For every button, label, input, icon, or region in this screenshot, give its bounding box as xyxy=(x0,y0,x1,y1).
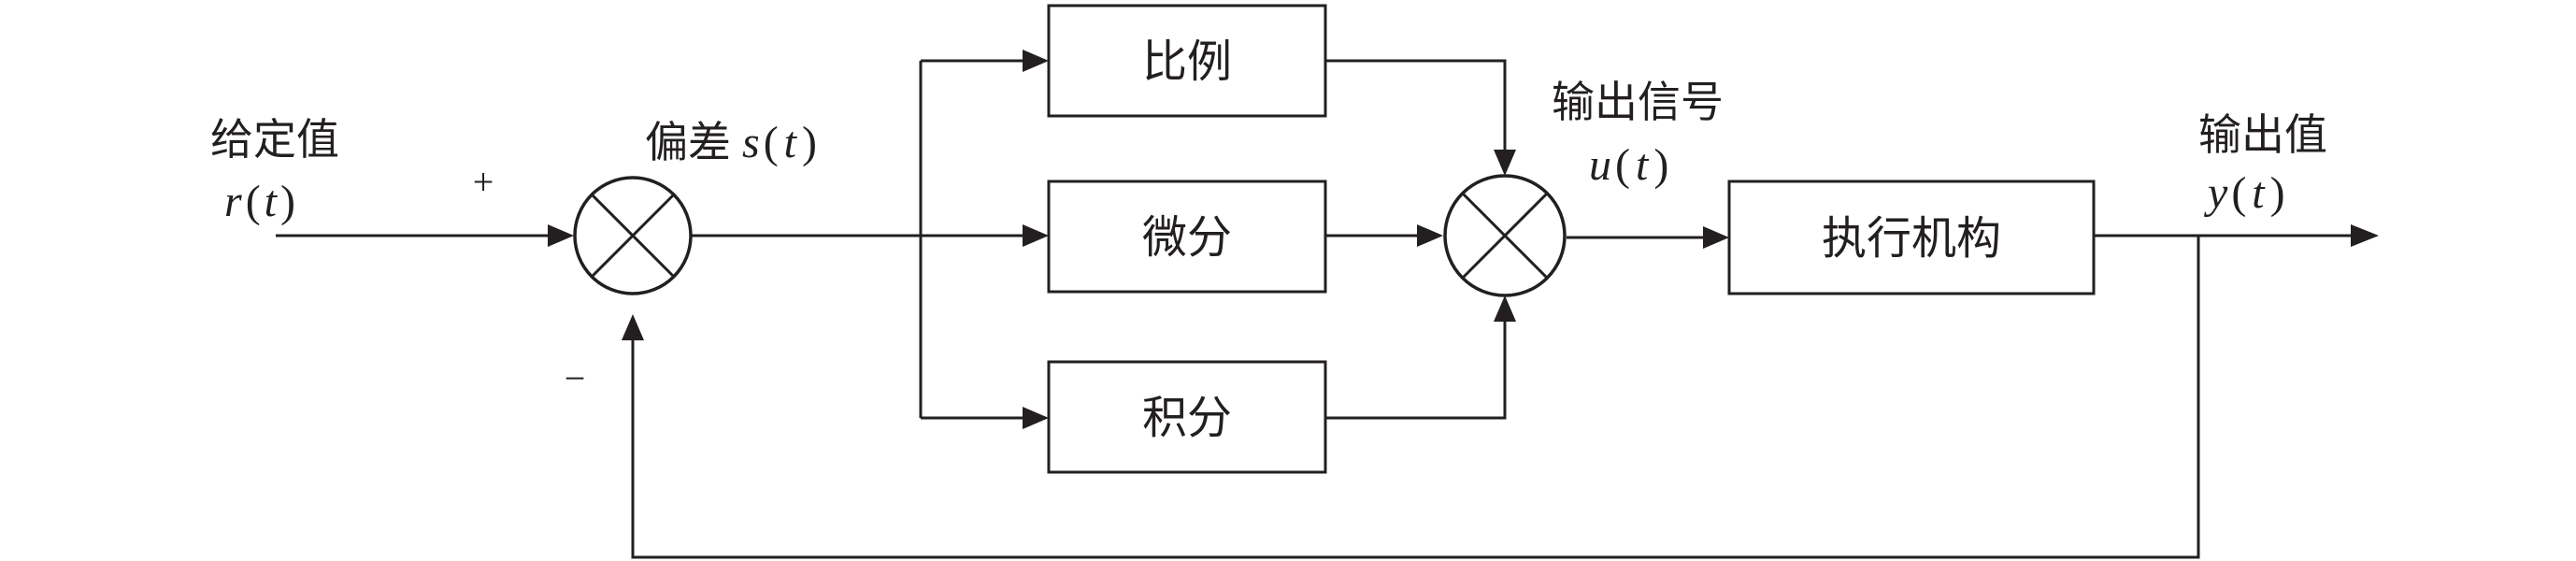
derivative-block-label: 微分 xyxy=(1142,211,1232,264)
error-label: 偏差 xyxy=(645,117,731,167)
input-arrowhead xyxy=(548,224,574,247)
actuator-block-label: 执行机构 xyxy=(1822,212,2001,265)
derivative-block: 微分 xyxy=(1047,180,1327,294)
integral-block: 积分 xyxy=(1047,360,1327,474)
error-symbol: s xyxy=(742,118,760,167)
proportional-output-line xyxy=(1325,59,1507,165)
proportional-block: 比例 xyxy=(1047,4,1327,118)
control-signal-expression: u(t) xyxy=(1589,140,1668,190)
derivative-output-arrowhead xyxy=(1417,224,1443,247)
summing-junction-error xyxy=(573,176,693,295)
paren-open: ( xyxy=(246,177,261,226)
proportional-output-arrowhead xyxy=(1494,150,1516,176)
output-label: 输出值 xyxy=(2198,109,2327,160)
paren-close: ) xyxy=(1653,140,1668,190)
output-arrowhead xyxy=(2351,224,2379,247)
paren-open: ( xyxy=(2231,168,2246,218)
integral-output-line xyxy=(1325,307,1507,420)
proportional-block-label: 比例 xyxy=(1142,36,1232,88)
output-arg: t xyxy=(2252,168,2266,218)
paren-open: ( xyxy=(764,118,779,167)
integral-block-label: 积分 xyxy=(1142,392,1232,444)
error-arg: t xyxy=(784,118,798,167)
integral-output-arrowhead xyxy=(1494,295,1516,322)
actuator-block: 执行机构 xyxy=(1727,180,2096,295)
control-signal-label: 输出信号 xyxy=(1552,77,1724,127)
paren-close: ) xyxy=(802,118,817,167)
input-label: 给定值 xyxy=(210,114,339,165)
paren-close: ) xyxy=(280,177,295,226)
feedback-arrowhead xyxy=(622,314,644,340)
input-symbol: r xyxy=(224,177,242,226)
to-derivative-arrowhead xyxy=(1023,224,1049,247)
input-signal-expression: r(t) xyxy=(224,177,295,226)
to-proportional-arrowhead xyxy=(1023,50,1049,72)
output-signal-expression: y(t) xyxy=(2203,168,2285,218)
summing-junction-control xyxy=(1443,174,1567,297)
paren-close: ) xyxy=(2270,168,2285,218)
control-symbol: u xyxy=(1589,140,1611,190)
plus-sign: + xyxy=(473,161,494,203)
control-arg: t xyxy=(1636,140,1650,190)
input-arg: t xyxy=(265,177,279,226)
paren-open: ( xyxy=(1615,140,1630,190)
output-symbol: y xyxy=(2203,168,2228,218)
minus-sign: − xyxy=(565,357,586,399)
control-signal-arrowhead xyxy=(1703,226,1729,249)
feedback-line xyxy=(631,236,2200,559)
to-integral-arrowhead xyxy=(1023,407,1049,429)
